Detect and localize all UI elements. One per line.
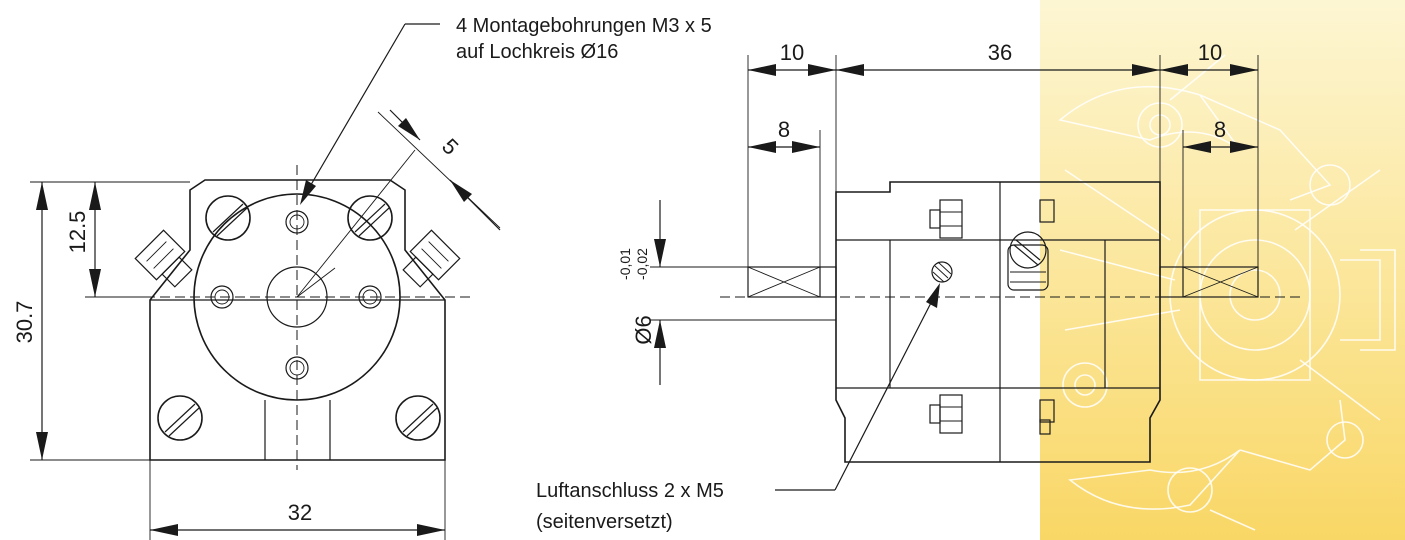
dim-offset-diagonal: 5: [437, 134, 463, 160]
mounting-callout-line1: 4 Montagebohrungen M3 x 5: [456, 15, 712, 37]
dim-length-left: 10: [780, 40, 804, 65]
dim-diameter: Ø6: [631, 315, 656, 344]
air-callout-line2: (seitenversetzt): [536, 511, 673, 533]
dim-shaft-right: 8: [1214, 117, 1226, 142]
dim-height-total: 30.7: [12, 301, 37, 344]
front-view-dimensions: 30.7 12.5 32 5: [12, 109, 501, 540]
nut-bottom: [929, 394, 963, 434]
side-view: [720, 181, 1300, 463]
side-adjust-screw: [1007, 231, 1049, 291]
dim-width-total: 32: [288, 500, 312, 525]
air-callout-line1: Luftanschluss 2 x M5: [536, 480, 724, 502]
decorative-background-panel: [1040, 0, 1405, 540]
air-connection-callout: Luftanschluss 2 x M5 (seitenversetzt): [536, 283, 940, 533]
dim-tolerance-lower: -0,02: [634, 248, 650, 280]
front-view: [85, 149, 470, 470]
side-view-dimensions: 10 36 10 8 8 Ø6 -0,01 -0,02: [617, 40, 1259, 385]
dim-length-center: 36: [988, 40, 1012, 65]
mounting-callout-line2: auf Lochkreis Ø16: [456, 41, 618, 63]
dim-length-right: 10: [1198, 40, 1222, 65]
dim-tolerance-upper: -0,01: [617, 248, 633, 280]
dim-shaft-left: 8: [778, 117, 790, 142]
mounting-holes-callout: 4 Montagebohrungen M3 x 5 auf Lochkreis …: [300, 15, 712, 205]
dim-height-upper: 12.5: [65, 211, 90, 254]
nut-top: [929, 199, 963, 239]
